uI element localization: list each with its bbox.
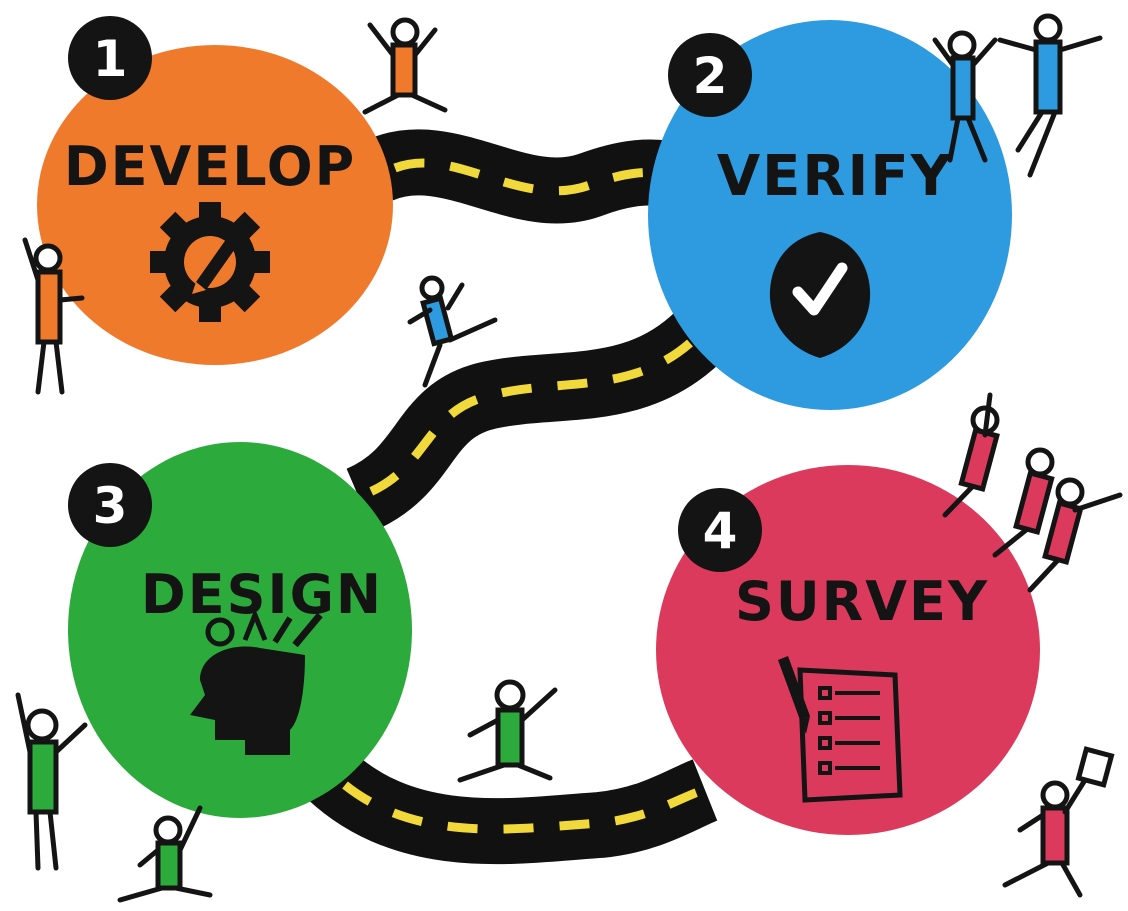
- svg-text:2: 2: [693, 47, 728, 105]
- figure-orange-jumping: [362, 17, 448, 115]
- badge-3: 3: [68, 463, 152, 547]
- shield-check-icon: [769, 232, 871, 358]
- figure-green-standing: [15, 692, 88, 871]
- survey-circle: [656, 465, 1040, 835]
- figure-blue-running: [407, 275, 498, 388]
- road-3-to-4: [307, 750, 718, 865]
- stage-verify: VERIFY: [648, 20, 1012, 410]
- gear-pencil-icon: [150, 202, 270, 322]
- stage-design: DESIGN: [68, 442, 412, 818]
- figure-pink-group: [942, 392, 1123, 593]
- figure-green-running-bottom: [117, 805, 213, 903]
- head-ideas-icon: [190, 608, 323, 755]
- survey-label: SURVEY: [735, 570, 989, 633]
- stage-survey: SURVEY: [656, 465, 1040, 835]
- figure-blue-waving-right: [997, 13, 1103, 178]
- svg-text:3: 3: [93, 477, 128, 535]
- figure-orange-standing: [22, 237, 85, 395]
- verify-label: VERIFY: [717, 144, 953, 209]
- badge-2: 2: [668, 33, 752, 117]
- svg-text:4: 4: [703, 502, 738, 560]
- design-label: DESIGN: [141, 563, 383, 626]
- checklist-pen-icon: [778, 656, 903, 803]
- stage-develop: DEVELOP: [37, 45, 393, 365]
- develop-label: DEVELOP: [64, 135, 356, 198]
- figure-blue-waving-left: [932, 30, 998, 163]
- svg-text:1: 1: [93, 30, 128, 88]
- road-1-to-2: [367, 129, 682, 224]
- road-2-to-3: [345, 305, 730, 532]
- badge-4: 4: [678, 488, 762, 572]
- design-circle: [68, 442, 412, 818]
- verify-circle: [648, 20, 1012, 410]
- figure-green-running-road: [457, 679, 558, 783]
- badge-1: 1: [68, 16, 152, 100]
- figure-pink-sign: [1002, 746, 1115, 898]
